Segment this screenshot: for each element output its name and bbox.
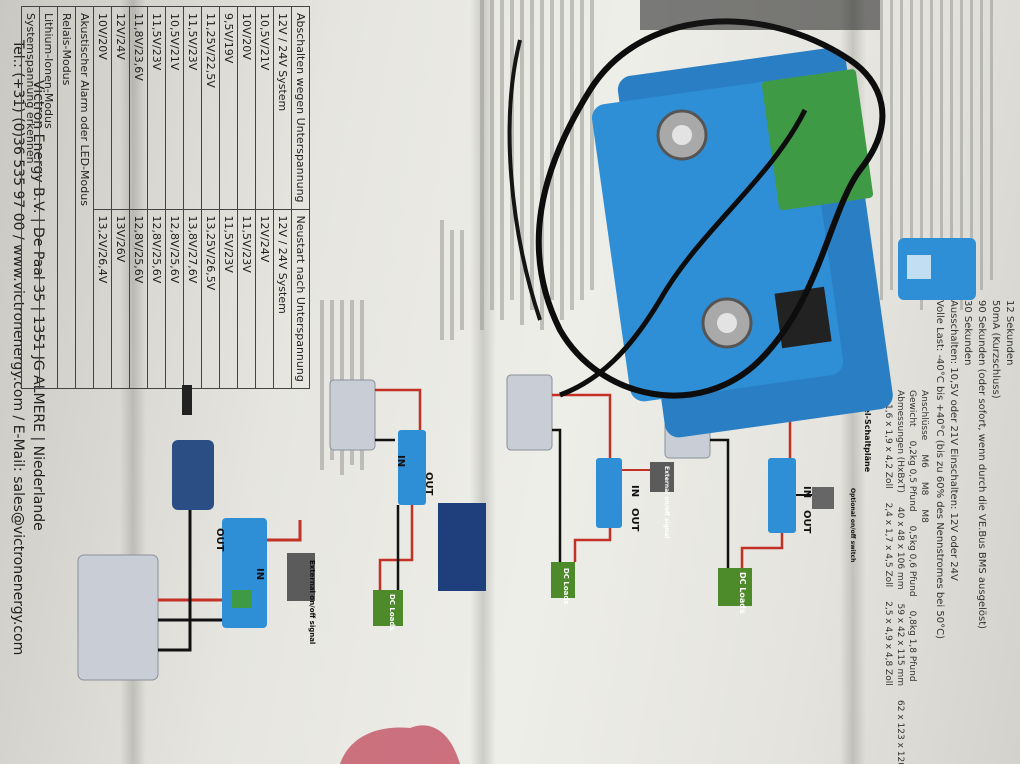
label-dc-loads: DC Loads bbox=[562, 568, 570, 605]
signal-box bbox=[650, 462, 674, 492]
green-terminal-block bbox=[761, 69, 874, 211]
label-out: OUT bbox=[629, 508, 640, 532]
label-external-signal: External on/off signal bbox=[663, 466, 670, 539]
wiring-diagram-1 bbox=[77, 385, 315, 681]
device-icon bbox=[768, 458, 796, 533]
label-in: IN bbox=[629, 485, 640, 498]
switch-icon bbox=[812, 487, 834, 509]
wiring-diagram-2 bbox=[329, 379, 486, 626]
wiring-diagram-3 bbox=[506, 374, 674, 598]
terminal-icon bbox=[232, 590, 252, 608]
label-dc-loads: DC Loads bbox=[388, 594, 396, 631]
battery-icon bbox=[506, 374, 553, 451]
label-dc-loads: DC Loads bbox=[738, 572, 747, 614]
label-optional-switch: Optional on/off switch bbox=[849, 488, 856, 563]
product-image bbox=[898, 238, 976, 300]
dc-loads-box bbox=[718, 568, 752, 606]
label-out: OUT bbox=[423, 472, 434, 496]
plug-icon bbox=[182, 385, 192, 415]
dc-loads-box bbox=[373, 590, 403, 626]
dc-loads-box bbox=[551, 562, 575, 598]
solar-controller-icon bbox=[438, 503, 486, 591]
battery-protect-device bbox=[591, 47, 893, 438]
label-in: IN bbox=[395, 455, 406, 468]
label-external-signal: External on/off signal bbox=[308, 560, 316, 645]
battery-icon bbox=[329, 379, 376, 451]
cloth bbox=[340, 725, 460, 764]
signal-box bbox=[287, 553, 315, 601]
battery-icon bbox=[77, 554, 159, 681]
label-out: OUT bbox=[214, 528, 225, 552]
label-in: IN bbox=[801, 486, 812, 499]
device-icon bbox=[398, 430, 426, 505]
device-icon bbox=[596, 458, 622, 528]
black-cable bbox=[535, 18, 886, 399]
label-in: IN bbox=[254, 568, 265, 581]
label-out: OUT bbox=[801, 510, 812, 534]
charger-icon bbox=[172, 440, 214, 510]
